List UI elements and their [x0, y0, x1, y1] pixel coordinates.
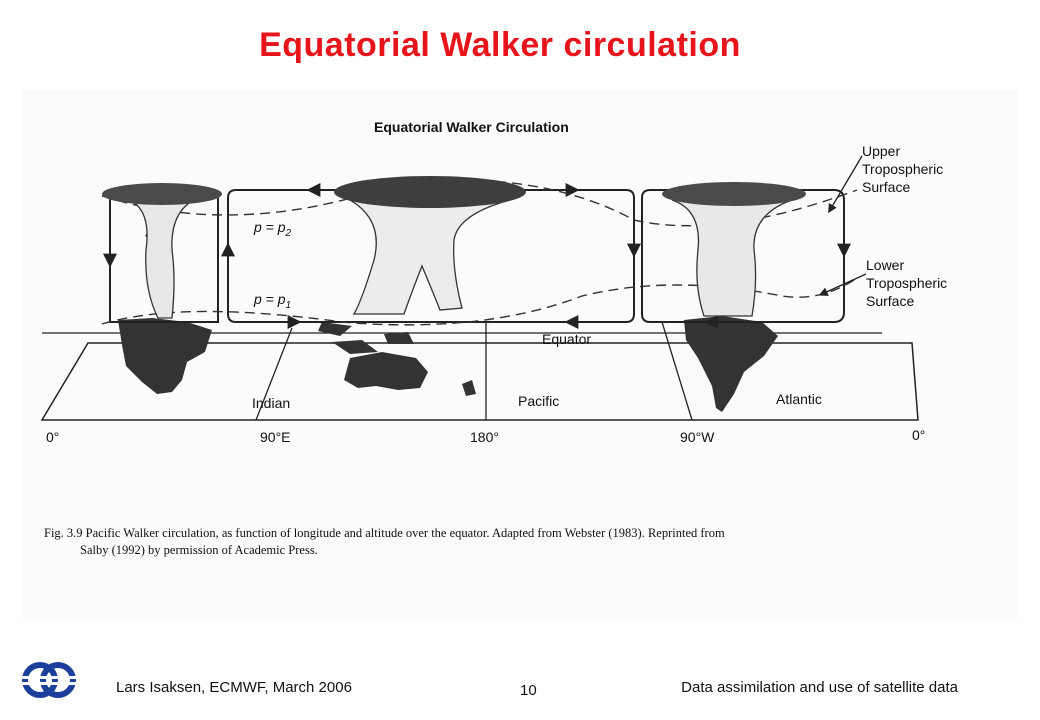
svg-text:p = p2: p = p2 — [253, 219, 292, 239]
amazon-cloud — [662, 182, 806, 317]
svg-text:Tropospheric: Tropospheric — [866, 275, 947, 291]
svg-text:Tropospheric: Tropospheric — [862, 161, 943, 177]
walker-circulation-figure: Equatorial Walker Circulation — [22, 90, 1018, 620]
footer-author: Lars Isaksen, ECMWF, March 2006 — [116, 679, 352, 696]
ocean-label-atlantic: Atlantic — [776, 391, 822, 407]
australia-landmass — [344, 352, 428, 390]
africa-landmass — [118, 318, 212, 394]
svg-text:Upper: Upper — [862, 143, 900, 159]
figure-caption-line2: Salby (1992) by permission of Academic P… — [80, 543, 318, 557]
longitude-label-0-right: 0° — [912, 427, 925, 443]
footer-course: Data assimilation and use of satellite d… — [681, 679, 958, 696]
svg-text:Surface: Surface — [862, 179, 910, 195]
continents — [118, 316, 778, 412]
maritime-continent-cloud — [334, 176, 526, 315]
longitude-label-90e: 90°E — [260, 429, 291, 445]
ocean-label-pacific: Pacific — [518, 393, 559, 409]
page-number: 10 — [520, 682, 537, 699]
slide-title: Equatorial Walker circulation — [259, 26, 741, 64]
svg-text:Surface: Surface — [866, 293, 914, 309]
figure-caption-line1: Fig. 3.9 Pacific Walker circulation, as … — [44, 526, 725, 540]
svg-text:p = p1: p = p1 — [253, 291, 291, 311]
upper-surface-label: Upper Tropospheric Surface — [828, 143, 943, 214]
ocean-label-indian: Indian — [252, 395, 290, 411]
atlantic-cell — [641, 189, 845, 323]
africa-cloud — [102, 183, 222, 319]
nz-islands — [462, 380, 476, 396]
longitude-ticks — [255, 321, 693, 421]
pacific-cell — [227, 189, 635, 323]
equator-label: Equator — [542, 331, 591, 347]
svg-text:Lower: Lower — [866, 257, 904, 273]
ecmwf-logo-icon — [22, 662, 76, 698]
longitude-label-0: 0° — [46, 429, 59, 445]
lower-surface-label: Lower Tropospheric Surface — [818, 257, 947, 309]
longitude-label-180: 180° — [470, 429, 499, 445]
convective-clouds — [102, 176, 806, 319]
longitude-label-90w: 90°W — [680, 429, 715, 445]
indonesia-islands — [318, 322, 414, 354]
pressure-labels: p = p2 p = p1 — [253, 219, 292, 311]
south-america-landmass — [684, 316, 778, 412]
figure-heading: Equatorial Walker Circulation — [374, 119, 569, 135]
